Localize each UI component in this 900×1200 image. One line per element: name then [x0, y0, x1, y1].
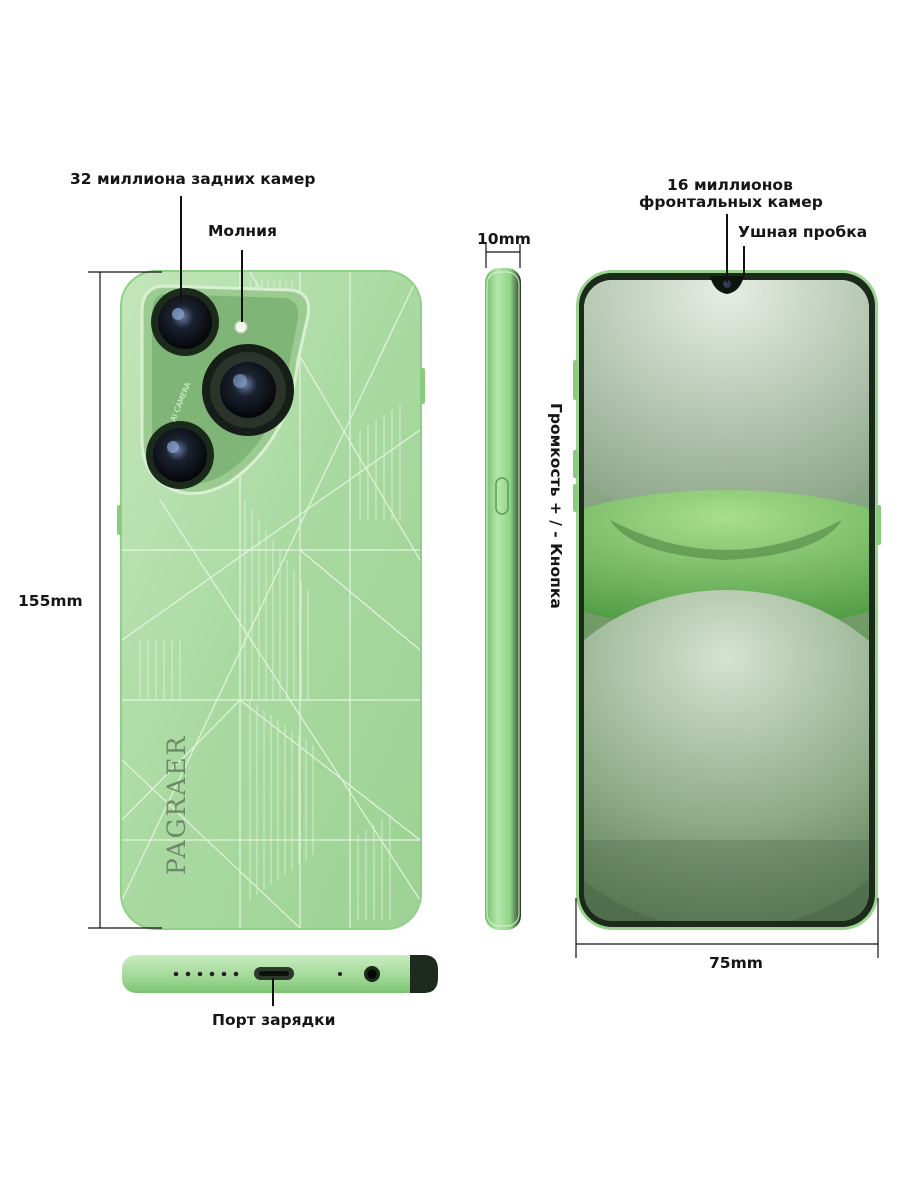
mic-hole: [338, 972, 342, 976]
speaker-grille: [173, 971, 239, 977]
charging-port-label: Порт зарядки: [212, 1011, 336, 1029]
width-label: 75mm: [709, 954, 763, 972]
rear-camera-label: 32 миллиона задних камер: [70, 170, 316, 188]
phone-side: [485, 268, 521, 930]
front-camera-label-line2: фронтальных камер: [639, 193, 823, 211]
height-label: 155mm: [18, 592, 83, 610]
phone-back: AI CAMERA PAGRAER: [117, 270, 425, 930]
front-camera-icon: [723, 280, 731, 288]
camera-module: [140, 284, 311, 495]
flash-icon: [234, 320, 248, 334]
front-camera-label-line1: 16 миллионов: [667, 176, 793, 194]
phone-bottom: [122, 955, 438, 993]
screen-wallpaper: [584, 280, 869, 921]
brand-logo: PAGRAER: [162, 734, 191, 875]
earpiece-label: Ушная пробка: [738, 223, 868, 241]
side-button: [495, 477, 509, 515]
flash-label: Молния: [208, 222, 277, 240]
phone-front: [573, 270, 881, 930]
volume-button-label: Громкость + / - Кнопка: [547, 403, 565, 609]
thickness-label: 10mm: [477, 230, 531, 248]
dimension-lines: [88, 196, 879, 1006]
